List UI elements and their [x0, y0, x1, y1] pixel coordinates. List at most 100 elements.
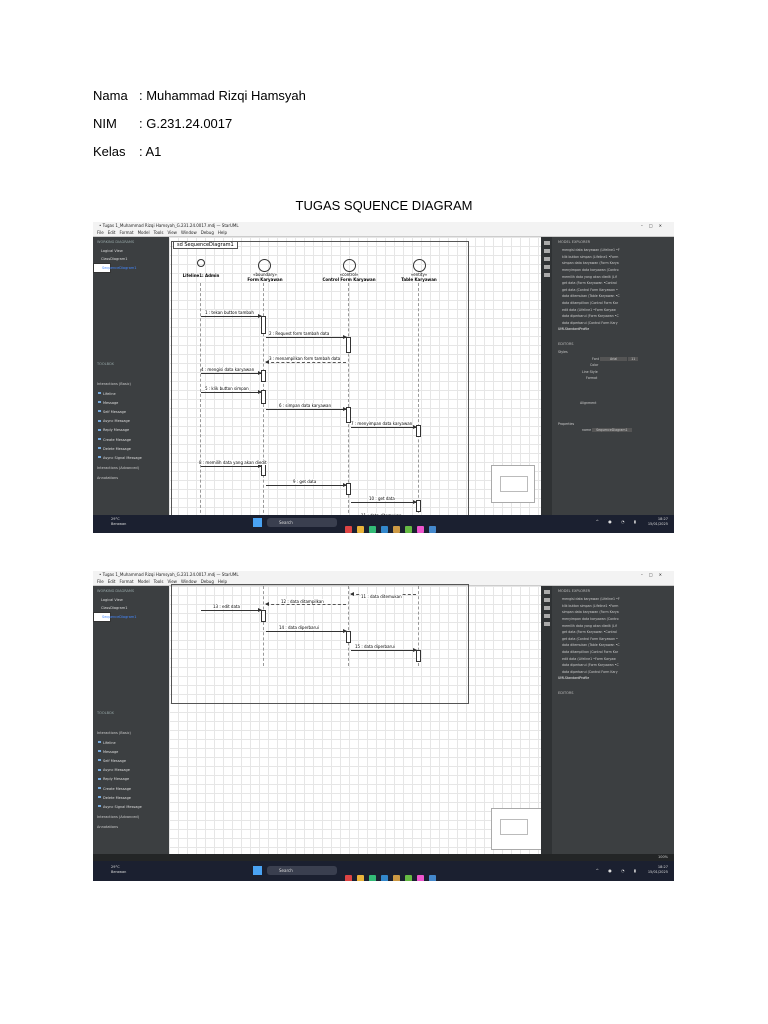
window-controls[interactable]: –□✕: [640, 572, 668, 577]
model-explorer-item[interactable]: mengisi data karyawan (Lifeline1 •F: [562, 597, 620, 602]
message-arrow[interactable]: [266, 629, 347, 633]
tool-create-message[interactable]: Create Message: [93, 784, 169, 793]
system-tray[interactable]: ^ ● ◔ ▮: [595, 519, 640, 524]
tool-self-message[interactable]: Self Message: [93, 407, 169, 416]
working-diagram-item[interactable]: Logical View: [101, 249, 123, 253]
working-diagram-item[interactable]: Logical View: [101, 598, 123, 602]
app-icon[interactable]: [405, 875, 412, 881]
taskbar-search[interactable]: Search: [267, 866, 337, 875]
vscode-icon[interactable]: [381, 875, 388, 881]
model-explorer-item[interactable]: klik button simpan (Lifeline1 •Form: [562, 603, 619, 608]
app-icon[interactable]: [417, 875, 424, 881]
menu-edit[interactable]: Edit: [107, 579, 116, 584]
menu-format[interactable]: Format: [119, 579, 134, 584]
working-diagram-item[interactable]: SequenceDiagram1: [93, 263, 137, 273]
menu-edit[interactable]: Edit: [107, 230, 116, 235]
tool-lifeline[interactable]: Lifeline: [93, 389, 169, 398]
keyboard-icon[interactable]: [543, 606, 550, 610]
menu-format[interactable]: Format: [119, 230, 134, 235]
model-explorer-item[interactable]: menyimpan data karyawan (Contro: [562, 268, 619, 273]
menu-file[interactable]: File: [97, 579, 104, 584]
font-size-select[interactable]: 11: [628, 356, 639, 361]
styles-header[interactable]: Styles: [558, 350, 568, 355]
window-controls[interactable]: –□✕: [640, 223, 668, 228]
tool-message[interactable]: Message: [93, 398, 169, 407]
edit-icon[interactable]: [543, 614, 550, 618]
model-explorer-item[interactable]: get data (Form Karyawan •Control: [562, 281, 617, 286]
tool-reply-message[interactable]: Reply Message: [93, 426, 169, 435]
uml-profile-item[interactable]: UMLStandardProfile: [558, 676, 590, 681]
chrome-icon[interactable]: [369, 526, 376, 533]
menu-tools[interactable]: Tools: [153, 230, 164, 235]
keyboard-icon[interactable]: [543, 257, 550, 261]
menu-debug[interactable]: Debug: [200, 579, 214, 584]
menu-window[interactable]: Window: [180, 230, 197, 235]
message-arrow[interactable]: [265, 602, 346, 606]
model-explorer-item[interactable]: mengisi data karyawan (Lifeline1 •F: [562, 248, 620, 253]
model-explorer-item[interactable]: data ditampilkan (Control Form Kar: [562, 301, 619, 306]
app-icon[interactable]: [429, 526, 436, 533]
diagram-canvas[interactable]: 11 : data ditemukan 12 : data ditampilka…: [169, 584, 543, 854]
system-tray[interactable]: ^ ● ◔ ▮: [595, 868, 640, 873]
share-icon[interactable]: [543, 273, 550, 277]
toolbox-section-advanced[interactable]: Interactions (Advanced): [97, 814, 139, 819]
model-explorer-item[interactable]: get data (Control Form Karyawan •: [562, 636, 618, 641]
tool-create-message[interactable]: Create Message: [93, 435, 169, 444]
model-explorer-item[interactable]: edit data (Lifeline1 •Form Karyaw: [562, 656, 616, 661]
model-explorer-item[interactable]: data ditemukan (Table Karyawan •C: [562, 294, 620, 299]
font-select[interactable]: Arial: [599, 356, 628, 361]
folder-icon[interactable]: [357, 526, 364, 533]
message-arrow[interactable]: [351, 648, 417, 652]
menu-model[interactable]: Model: [137, 230, 150, 235]
message-arrow[interactable]: [201, 314, 262, 318]
tool-async-signal-message[interactable]: Async Signal Message: [93, 453, 169, 462]
menu-tools[interactable]: Tools: [153, 579, 164, 584]
model-explorer-item[interactable]: data ditampilkan (Control Form Kar: [562, 650, 619, 655]
share-icon[interactable]: [543, 622, 550, 626]
message-arrow[interactable]: [351, 425, 417, 429]
tool-delete-message[interactable]: Delete Message: [93, 793, 169, 802]
app-icon[interactable]: [345, 526, 352, 533]
vscode-icon[interactable]: [381, 526, 388, 533]
menu-view[interactable]: View: [167, 230, 177, 235]
toolbox-section-annotations[interactable]: Annotations: [97, 475, 119, 480]
model-explorer-item[interactable]: data ditemukan (Table Karyawan •C: [562, 643, 620, 648]
message-arrow[interactable]: [201, 608, 262, 612]
model-explorer-item[interactable]: memilih data yang akan diedit (Lif: [562, 274, 617, 279]
folder-icon[interactable]: [357, 875, 364, 881]
uml-profile-item[interactable]: UMLStandardProfile: [558, 327, 590, 332]
tool-async-message[interactable]: Async Message: [93, 417, 169, 426]
app-icon[interactable]: [429, 875, 436, 881]
menu-help[interactable]: Help: [217, 579, 227, 584]
working-diagram-item[interactable]: ClassDiagram1: [101, 257, 128, 261]
model-explorer-item[interactable]: simpan data karyawan (Form Karya: [562, 610, 619, 615]
properties-header[interactable]: Properties: [558, 421, 575, 426]
menu-help[interactable]: Help: [217, 230, 227, 235]
model-explorer-item[interactable]: data diperbarui (Control Form Kary: [562, 669, 618, 674]
message-arrow[interactable]: [265, 360, 346, 364]
message-arrow[interactable]: [266, 407, 347, 411]
message-arrow[interactable]: [201, 371, 262, 375]
tool-delete-message[interactable]: Delete Message: [93, 444, 169, 453]
menu-window[interactable]: Window: [180, 579, 197, 584]
menu-debug[interactable]: Debug: [200, 230, 214, 235]
edit-icon[interactable]: [543, 265, 550, 269]
model-explorer-item[interactable]: data diperbarui (Form Karyawan •C: [562, 314, 619, 319]
extension-icon[interactable]: [543, 590, 550, 594]
image-icon[interactable]: [543, 249, 550, 253]
message-arrow[interactable]: [266, 483, 347, 487]
menu-model[interactable]: Model: [137, 579, 150, 584]
model-explorer-item[interactable]: simpan data karyawan (Form Karya: [562, 261, 619, 266]
tool-reply-message[interactable]: Reply Message: [93, 775, 169, 784]
app-icon[interactable]: [405, 526, 412, 533]
message-arrow[interactable]: [201, 390, 262, 394]
message-arrow[interactable]: [351, 500, 417, 504]
working-diagram-item[interactable]: ClassDiagram1: [101, 606, 128, 610]
windows-start-icon[interactable]: [253, 518, 262, 527]
model-explorer-item[interactable]: menyimpan data karyawan (Contro: [562, 617, 619, 622]
menu-file[interactable]: File: [97, 230, 104, 235]
model-explorer-item[interactable]: edit data (Lifeline1 •Form Karyaw: [562, 307, 616, 312]
